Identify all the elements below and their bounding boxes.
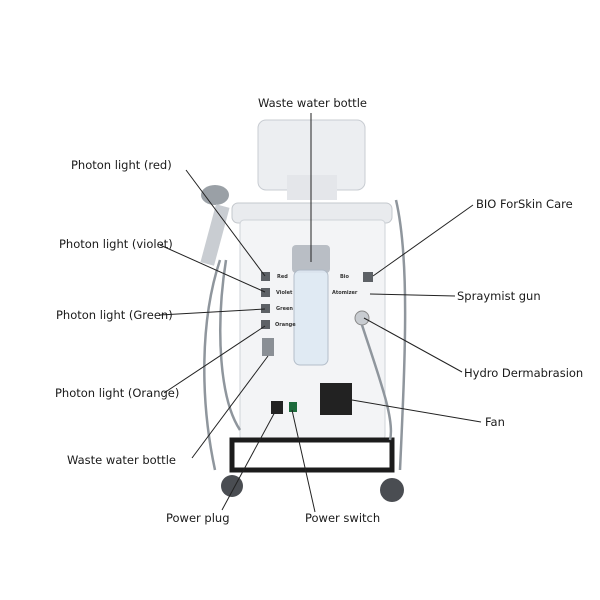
label-spraymist: Spraymist gun [457,289,541,303]
wheel-right [380,478,404,502]
label-photon-red: Photon light (red) [71,158,172,172]
port-label-violet: Violet [276,290,293,296]
label-top-waste-bottle: Waste water bottle [258,96,367,110]
port-label-bio: Bio [340,274,349,280]
bio-port [363,272,373,282]
wheel-left [221,475,243,497]
label-bio: BIO ForSkin Care [476,197,573,211]
screen-stand [287,175,337,200]
left-ports [261,272,274,356]
label-photon-orange: Photon light (Orange) [55,386,180,400]
fan [320,383,352,415]
port-label-red: Red [277,274,288,280]
leader-lines [159,113,482,513]
base-frame [229,437,395,473]
hydro-port [354,310,370,326]
waste-bottle [293,269,329,366]
label-power-plug: Power plug [166,511,230,525]
power-socket [271,401,283,414]
hoses [203,199,407,471]
label-photon-green: Photon light (Green) [56,308,173,322]
label-left-waste-bottle: Waste water bottle [67,453,176,467]
label-photon-violet: Photon light (violet) [59,237,173,251]
port-label-orange: Orange [275,322,296,328]
power-switch-part [289,402,297,412]
port-label-green: Green [276,306,293,312]
label-power-switch: Power switch [305,511,381,525]
label-fan: Fan [485,415,505,429]
port-label-atomizer: Atomizer [332,290,358,296]
label-hydro: Hydro Dermabrasion [464,366,584,380]
